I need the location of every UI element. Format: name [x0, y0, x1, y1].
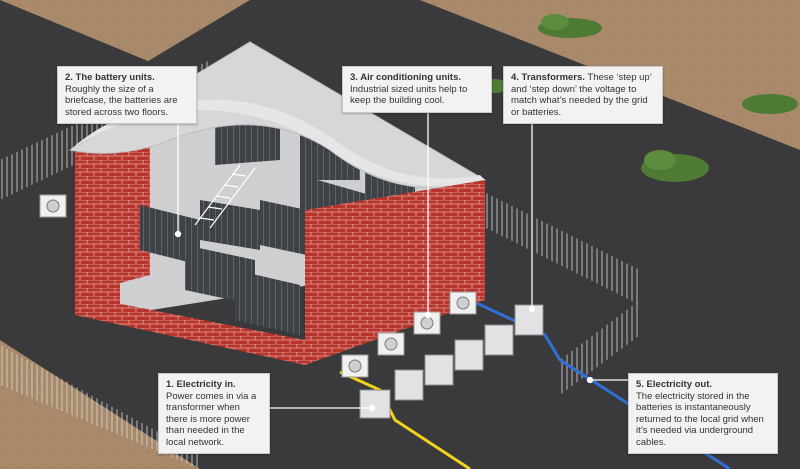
staircase-icon	[194, 164, 256, 229]
brick-wall-left	[75, 150, 120, 315]
callout-battery-title: 2. The battery units.	[65, 72, 155, 83]
callout-electricity-in-title: 1. Electricity in.	[166, 379, 236, 390]
brick-wall-front	[305, 180, 485, 365]
callout-battery-units: 2. The battery units. Roughly the size o…	[57, 66, 197, 124]
callout-leaders	[174, 107, 630, 412]
callout-electricity-out: 5. Electricity out. The electricity stor…	[628, 373, 778, 454]
callout-battery-body: Roughly the size of a briefcase, the bat…	[65, 83, 178, 118]
aircon-unit-icon	[39, 194, 477, 378]
callout-transformers-title: 4. Transformers.	[511, 72, 585, 83]
callout-electricity-in-body: Power comes in via a transformer when th…	[166, 390, 257, 448]
callout-aircon-units: 3. Air conditioning units. Industrial si…	[342, 66, 492, 113]
callout-transformers: 4. Transformers. These ‘step up’ and ‘st…	[503, 66, 663, 124]
callout-aircon-body: Industrial sized units help to keep the …	[350, 83, 468, 107]
callout-aircon-title: 3. Air conditioning units.	[350, 72, 462, 83]
callout-transformers-body: These ‘step up’ and ‘step down’ the volt…	[511, 72, 652, 118]
callout-electricity-out-body: The electricity stored in the batteries …	[636, 390, 764, 448]
brick-wall-front-left	[75, 295, 305, 365]
callout-electricity-in: 1. Electricity in. Power comes in via a …	[158, 373, 270, 454]
callout-electricity-out-title: 5. Electricity out.	[636, 379, 713, 390]
transformer-icon	[359, 304, 544, 419]
